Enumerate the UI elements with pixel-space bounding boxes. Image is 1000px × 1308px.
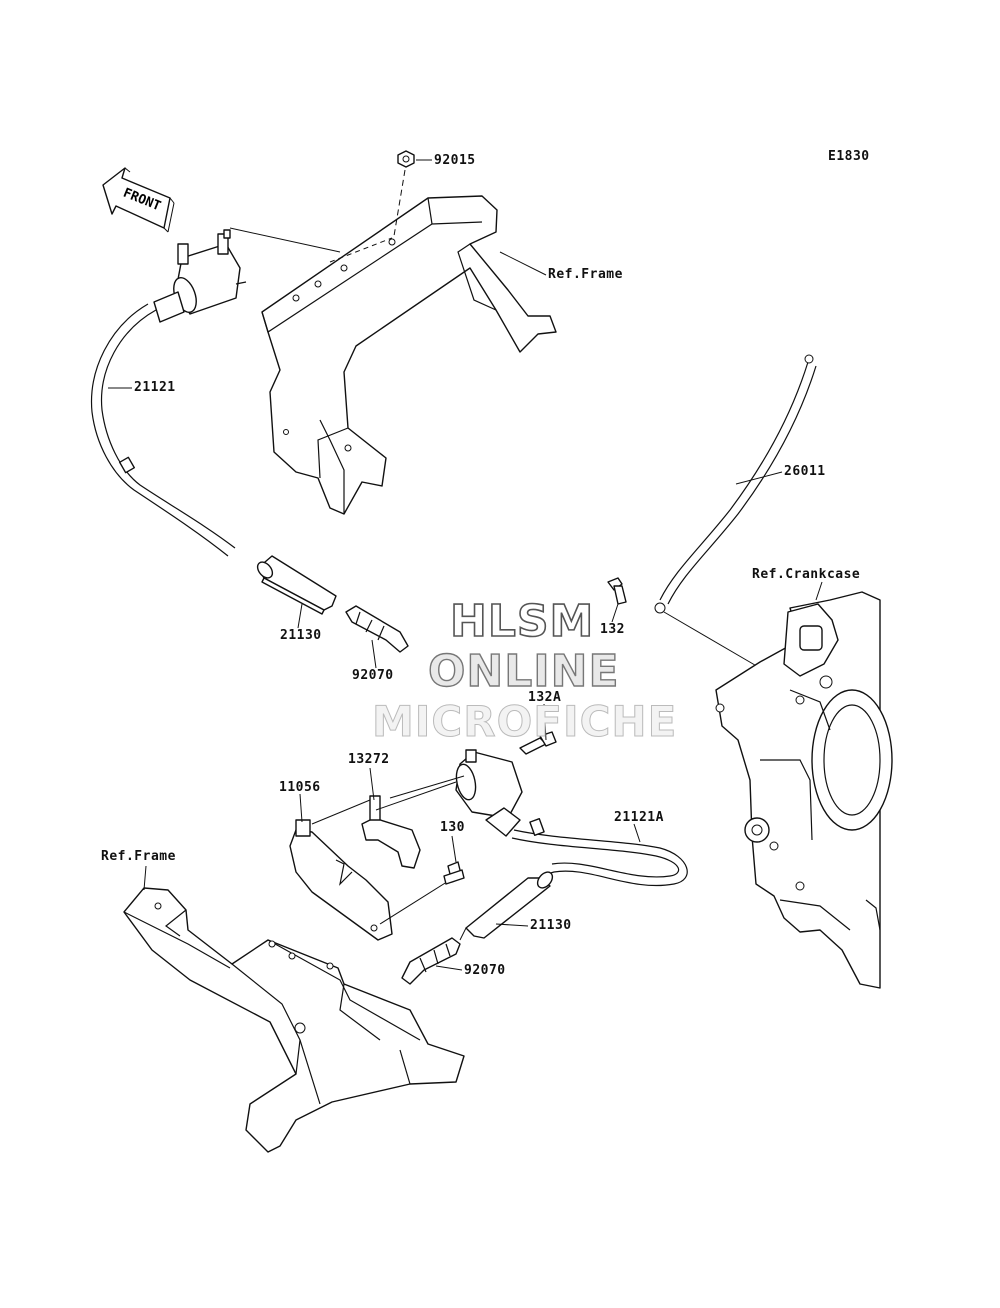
callout-ref-frame-top: Ref.Frame: [548, 267, 623, 282]
watermark-line-1: HLSM: [449, 595, 595, 648]
callout-92070-bottom: 92070: [464, 963, 506, 978]
spark-plug-bottom: [401, 937, 461, 985]
spark-plug-top: [345, 605, 409, 653]
callout-92070-top: 92070: [352, 668, 394, 683]
lower-ignition-coil: [389, 749, 523, 837]
callout-132: 132: [600, 622, 625, 637]
upper-ignition-coil: [153, 227, 341, 323]
nut-92015: [393, 150, 415, 237]
callout-ref-frame-bottom: Ref.Frame: [101, 849, 176, 864]
upper-ht-lead: [90, 303, 236, 557]
bolt-132A: [519, 731, 557, 755]
callout-21121A: 21121A: [614, 810, 664, 825]
callout-11056: 11056: [279, 780, 321, 795]
callout-26011: 26011: [784, 464, 826, 479]
ground-lead: [654, 354, 817, 669]
bracket-11056: [289, 799, 451, 941]
callout-21130-top: 21130: [280, 628, 322, 643]
lower-frame: [123, 887, 465, 1153]
plug-cap-bottom: [459, 871, 554, 941]
bolt-130: [443, 861, 465, 885]
callout-13272: 13272: [348, 752, 390, 767]
leader-lines: [108, 159, 823, 971]
plug-cap-top: [256, 555, 337, 615]
diagram-code: E1830: [828, 149, 870, 164]
crankcase: [715, 591, 893, 989]
bracket-13272: [361, 781, 457, 869]
front-arrow-icon: FRONT: [102, 167, 175, 233]
bolt-132: [607, 577, 627, 605]
watermark-line-3: MICROFICHE: [371, 697, 678, 747]
lower-ht-lead: [511, 818, 688, 887]
callout-21130-bottom: 21130: [530, 918, 572, 933]
callout-92015: 92015: [434, 153, 476, 168]
upper-frame-bracket: [261, 195, 557, 515]
callout-21121: 21121: [134, 380, 176, 395]
watermark-line-2: ONLINE: [427, 645, 620, 697]
callout-ref-crankcase: Ref.Crankcase: [752, 567, 861, 582]
callout-132A: 132A: [528, 690, 562, 705]
callout-130: 130: [440, 820, 465, 835]
